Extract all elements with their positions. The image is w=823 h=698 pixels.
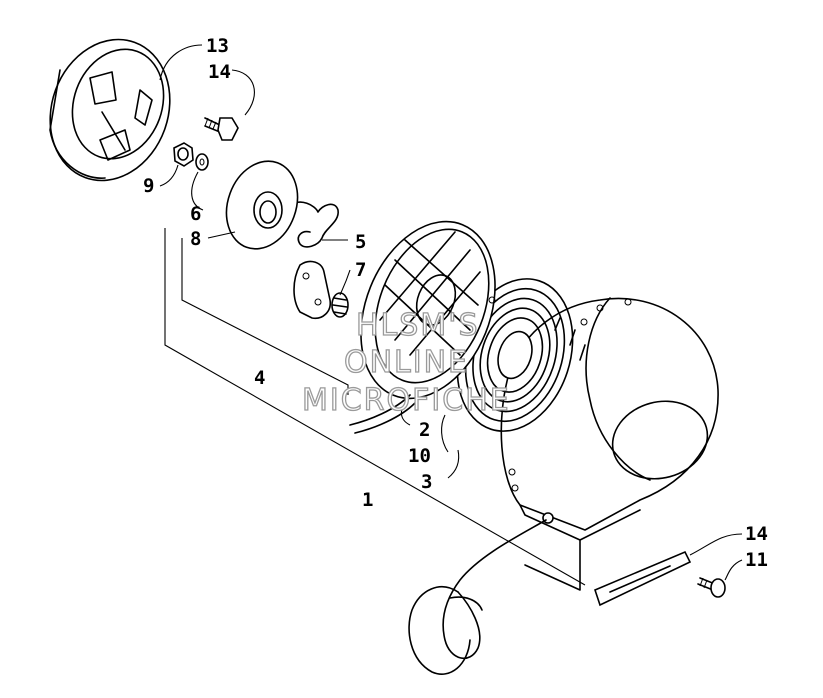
pull-rope — [408, 519, 547, 675]
screw — [697, 577, 726, 598]
friction-spring — [291, 201, 339, 248]
ratchet-plate — [225, 160, 299, 250]
callout-1: 1 — [362, 489, 373, 511]
nut — [173, 142, 194, 167]
callout-6: 6 — [190, 203, 201, 225]
starter-cup — [49, 38, 171, 182]
watermark: HLSM'S ONLINE MICROFICHE — [301, 307, 511, 418]
starter-housing — [500, 297, 719, 591]
rope-reel — [349, 220, 496, 434]
callout-12: 13 — [206, 35, 229, 57]
callout-3: 3 — [421, 471, 432, 493]
washer — [195, 153, 209, 171]
callout-2: 2 — [419, 419, 430, 441]
callout-14: 14 — [745, 523, 768, 545]
leader-lines — [159, 44, 743, 586]
callout-10: 10 — [408, 445, 431, 467]
callout-11: 11 — [745, 549, 768, 571]
pawl-spring — [331, 292, 349, 318]
pawl — [293, 260, 332, 320]
bolt — [204, 117, 239, 141]
callout-4: 4 — [254, 367, 265, 389]
watermark-line-2: ONLINE — [344, 345, 469, 380]
watermark-line-1: HLSM'S — [356, 308, 480, 343]
callout-13: 14 — [208, 61, 231, 83]
callout-9: 9 — [143, 175, 154, 197]
watermark-line-3: MICROFICHE — [302, 383, 511, 418]
callout-labels: 13 14 9 6 8 5 7 4 2 10 3 1 14 11 — [143, 35, 768, 571]
cover-plate — [594, 550, 692, 607]
callout-8: 8 — [190, 228, 201, 250]
callout-7: 7 — [355, 259, 366, 281]
callout-5: 5 — [355, 231, 366, 253]
